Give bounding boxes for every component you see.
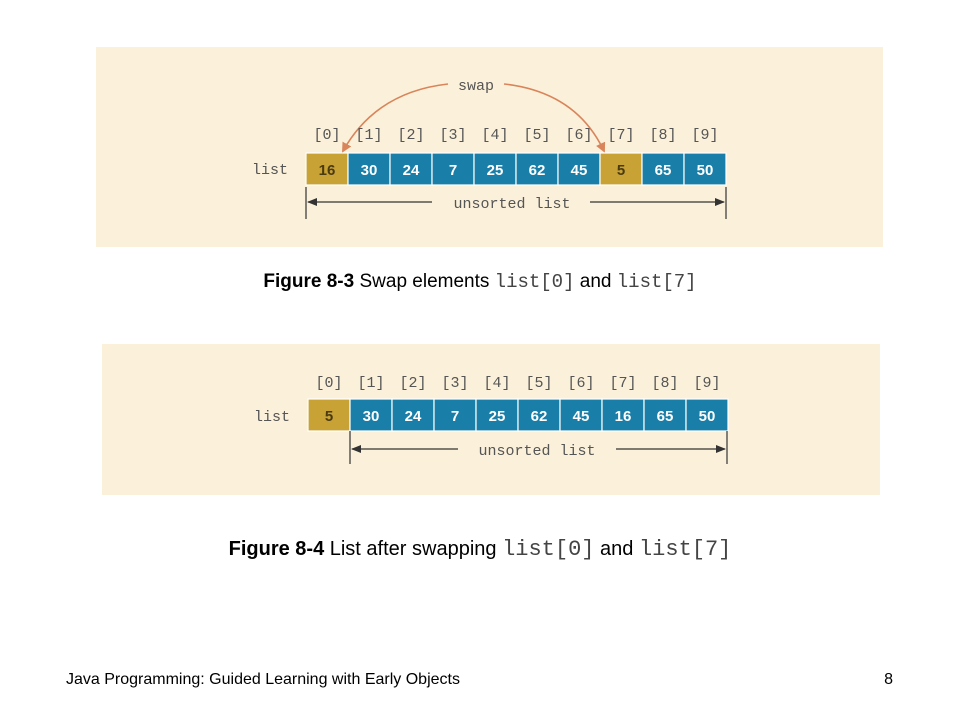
array-index-label: [8]: [651, 375, 678, 392]
array-cell-value: 5: [325, 408, 333, 425]
array-cell-value: 30: [361, 162, 378, 179]
array-index-label: [9]: [691, 127, 718, 144]
array-label: list: [252, 162, 288, 179]
array-index-label: [4]: [481, 127, 508, 144]
array-index-label: [0]: [315, 375, 342, 392]
array-index-label: [6]: [565, 127, 592, 144]
array-index-label: [7]: [607, 127, 634, 144]
array-index-label: [2]: [397, 127, 424, 144]
array-index-label: [1]: [355, 127, 382, 144]
array-cell: [391, 398, 435, 432]
array-index-label: [4]: [483, 375, 510, 392]
array-cell: [389, 152, 433, 186]
array-cell-value: 24: [405, 408, 422, 425]
array-cell-value: 7: [451, 408, 459, 425]
array-index-label: [6]: [567, 375, 594, 392]
swap-label: swap: [458, 78, 494, 95]
footer-title: Java Programming: Guided Learning with E…: [66, 671, 460, 688]
array-label: list: [254, 409, 290, 426]
array-cell-value: 25: [487, 162, 504, 179]
array-cell-value: 16: [615, 408, 632, 425]
array-cell: [685, 398, 729, 432]
array-index-label: [5]: [525, 375, 552, 392]
array-cell-value: 30: [363, 408, 380, 425]
array-cell-value: 24: [403, 162, 420, 179]
figure-8-3-svg: swap list 16 30 24 7 25 62 45 5 65 50 [0] [1] [2] [3…: [252, 78, 727, 219]
caption-text: and: [594, 538, 639, 560]
array-cell: [557, 152, 601, 186]
caption-number: Figure 8-3: [263, 271, 355, 292]
caption-text: List after swapping: [324, 538, 503, 560]
caption-number: Figure 8-4: [228, 538, 325, 560]
index-labels: [0] [1] [2] [3] [4] [5] [6] [7] [8] [9]: [315, 375, 720, 392]
array-index-label: [9]: [693, 375, 720, 392]
array-cell-value: 45: [573, 408, 590, 425]
range-label: unsorted list: [453, 196, 570, 213]
array-index-label: [3]: [441, 375, 468, 392]
array-cell-value: 50: [699, 408, 716, 425]
array-cell-value: 45: [571, 162, 588, 179]
array-cell: [433, 398, 477, 432]
figure-8-3-diagram: swap list 16 30 24 7 25 62 45 5 65 50 [0] [1] [2] [3…: [96, 47, 883, 247]
figure-8-3-caption: Figure 8-3 Swap elements list[0] and lis…: [0, 271, 960, 293]
array-index-label: [7]: [609, 375, 636, 392]
array-cell-value: 25: [489, 408, 506, 425]
array-cell-value: 16: [319, 162, 336, 179]
array-cell: [601, 398, 645, 432]
figure-8-4-caption: Figure 8-4 List after swapping list[0] a…: [0, 537, 960, 562]
caption-code: list[0]: [502, 537, 595, 562]
caption-text: Swap elements: [354, 271, 495, 292]
array-index-label: [2]: [399, 375, 426, 392]
array-cell: [431, 152, 475, 186]
array-cell-value: 65: [657, 408, 674, 425]
array-cell: [307, 398, 351, 432]
array-cell: [599, 152, 643, 186]
array-cell-value: 65: [655, 162, 672, 179]
swap-arc-left: [342, 83, 449, 153]
array-index-label: [0]: [313, 127, 340, 144]
page-number: 8: [884, 671, 893, 688]
array-cell-value: 50: [697, 162, 714, 179]
caption-code: list[7]: [638, 537, 732, 562]
array-cell: [559, 398, 603, 432]
caption-code: list[7]: [616, 271, 697, 293]
array-index-label: [1]: [357, 375, 384, 392]
array-cell-value: 7: [449, 162, 457, 179]
range-label: unsorted list: [478, 443, 595, 460]
swap-arc-right: [503, 83, 606, 153]
caption-text: and: [574, 271, 617, 292]
array-index-label: [8]: [649, 127, 676, 144]
index-labels: [0] [1] [2] [3] [4] [5] [6] [7] [8] [9]: [313, 127, 718, 144]
array-cell: [515, 152, 559, 186]
array-cell-value: 62: [531, 408, 548, 425]
array-cell: [349, 398, 393, 432]
array-cell-value: 5: [617, 162, 625, 179]
array-cell: [641, 152, 685, 186]
array-cell: [683, 152, 727, 186]
array-cell-value: 62: [529, 162, 546, 179]
array-cells: 16 30 24 7 25 62 45 5 65 50: [305, 152, 727, 186]
array-index-label: [5]: [523, 127, 550, 144]
caption-code: list[0]: [494, 271, 575, 293]
array-cells: 5 30 24 7 25 62 45 16 65 50: [307, 398, 729, 432]
array-index-label: [3]: [439, 127, 466, 144]
